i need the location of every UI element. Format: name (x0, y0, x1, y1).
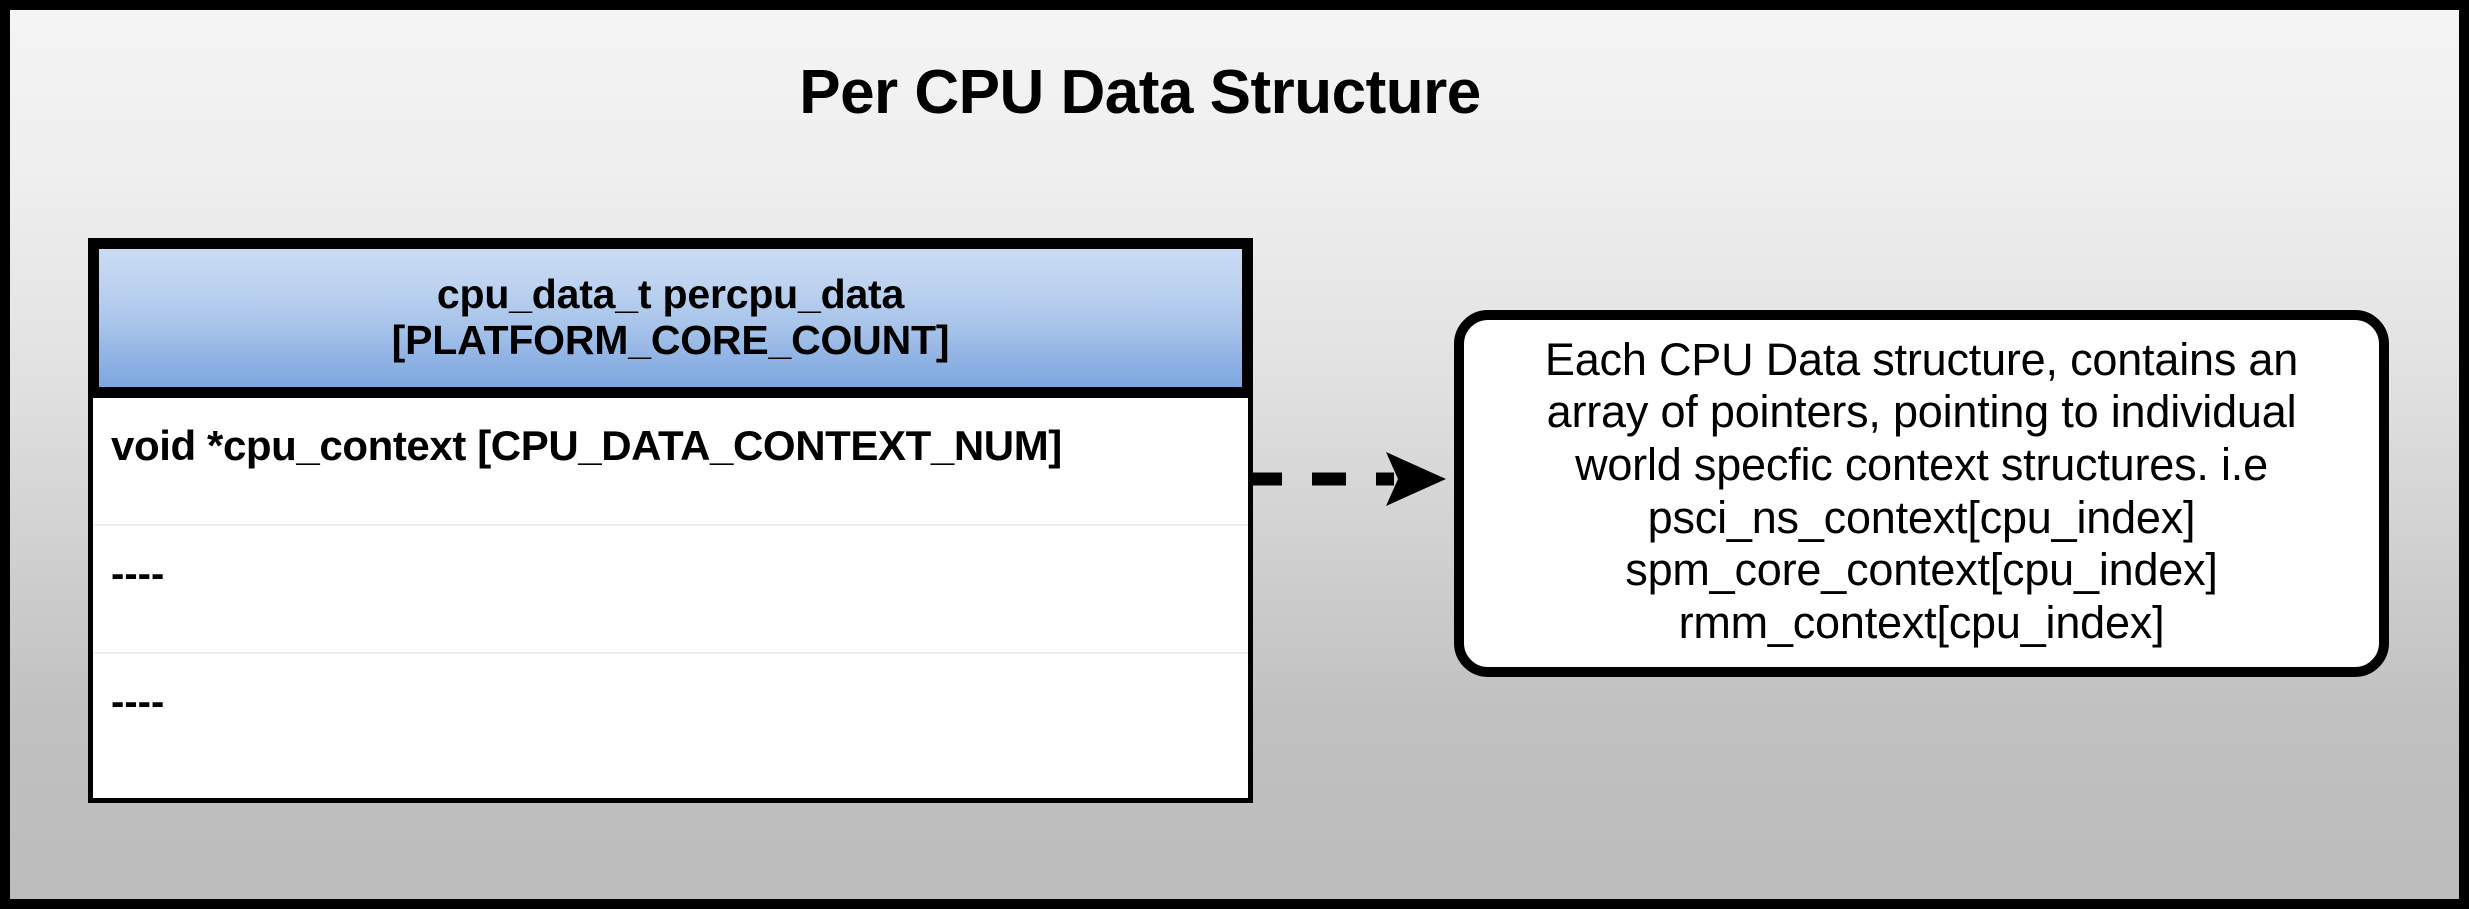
table-row: ---- (93, 526, 1248, 654)
note-line: array of pointers, pointing to individua… (1546, 386, 2297, 438)
struct-header-type-line: cpu_data_t percpu_data (436, 271, 905, 318)
struct-table-body: void *cpu_context [CPU_DATA_CONTEXT_NUM]… (88, 398, 1253, 803)
note-line: psci_ns_context[cpu_index] (1647, 491, 2196, 543)
explanatory-note-callout: Each CPU Data structure, contains an arr… (1454, 310, 2389, 677)
struct-field-cpu-context: void *cpu_context [CPU_DATA_CONTEXT_NUM] (111, 422, 1062, 469)
struct-field-placeholder-2: ---- (111, 680, 165, 724)
page-title: Per CPU Data Structure (799, 58, 1481, 127)
note-line: world specfic context structures. i.e (1575, 438, 2268, 490)
struct-header-size-line: [PLATFORM_CORE_COUNT] (391, 317, 950, 363)
note-line: Each CPU Data structure, contains an (1544, 333, 2299, 385)
diagram-canvas: Per CPU Data Structure cpu_data_t percpu… (10, 10, 2459, 899)
table-row: ---- (93, 654, 1248, 793)
struct-field-placeholder-1: ---- (111, 552, 165, 596)
dashed-arrow-connector (1246, 448, 1458, 510)
percpu-data-struct-table: cpu_data_t percpu_data [PLATFORM_CORE_CO… (88, 238, 1253, 803)
note-line: rmm_context[cpu_index] (1678, 596, 2165, 648)
table-row: void *cpu_context [CPU_DATA_CONTEXT_NUM] (93, 398, 1248, 526)
struct-table-header: cpu_data_t percpu_data [PLATFORM_CORE_CO… (88, 238, 1253, 398)
arrow-icon (1248, 452, 1446, 506)
note-line: spm_core_context[cpu_index] (1625, 544, 2218, 596)
